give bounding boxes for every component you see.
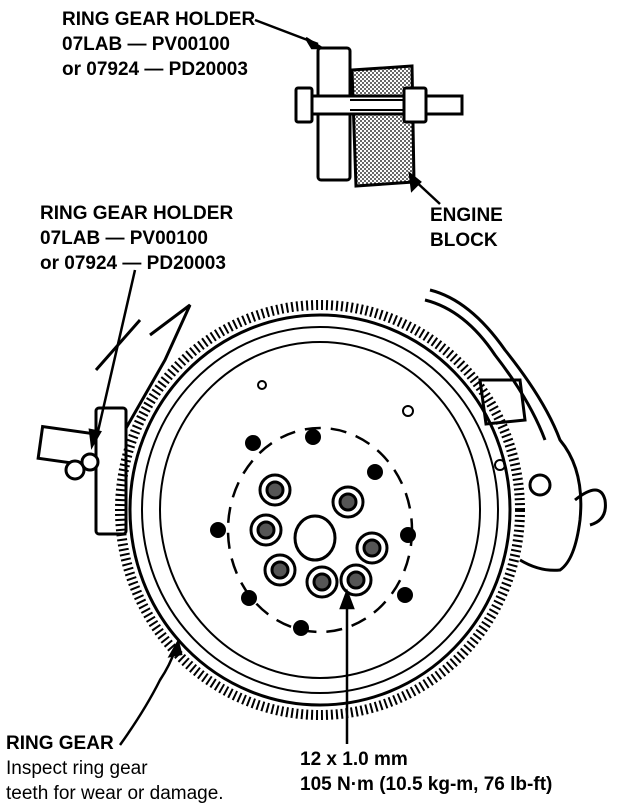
ring-gear-note-line2: teeth for wear or damage. — [6, 783, 224, 804]
ring-gear-note-line1: Inspect ring gear — [6, 758, 148, 779]
bolt-torque-spec: 105 N·m (10.5 kg-m, 76 lb-ft) — [300, 774, 553, 795]
holder-bolt-head — [294, 86, 314, 124]
holder-top-part2: or 07924 — PD20003 — [62, 59, 248, 80]
holder-nut — [402, 86, 428, 124]
flywheel-bolt — [305, 565, 339, 599]
bolt-size-spec: 12 x 1.0 mm — [300, 749, 408, 770]
holder-left-title: RING GEAR HOLDER — [40, 203, 234, 224]
holder-top-title: RING GEAR HOLDER — [62, 9, 256, 30]
flywheel-bolt — [258, 473, 292, 507]
holder-left-part1: 07LAB — PV00100 — [40, 228, 208, 249]
flywheel-center-hole — [293, 514, 337, 562]
flywheel-bolt — [331, 485, 365, 519]
ring-gear-title: RING GEAR — [6, 733, 114, 754]
flywheel-bolt — [249, 513, 283, 547]
holder-top-part1: 07LAB — PV00100 — [62, 34, 230, 55]
flywheel-bolts — [249, 473, 389, 599]
bottom-leaders — [88, 269, 355, 746]
flywheel-bolt — [355, 531, 389, 565]
ring-gear-teeth — [115, 300, 525, 720]
engine-block-label-line1: ENGINE — [430, 205, 503, 226]
transmission-housing — [424, 288, 607, 572]
holder-detail-inset — [294, 46, 464, 188]
holder-bolt-shaft — [298, 94, 464, 116]
flywheel-bolt — [263, 553, 297, 587]
flywheel-dowel-holes — [210, 429, 416, 636]
ring-gear-holder-tool — [36, 303, 192, 536]
engine-block-shape — [350, 64, 416, 188]
holder-left-part2: or 07924 — PD20003 — [40, 253, 226, 274]
top-leaders — [254, 18, 441, 205]
flywheel-bolt — [339, 563, 373, 597]
engine-block-label-line2: BLOCK — [430, 230, 498, 251]
